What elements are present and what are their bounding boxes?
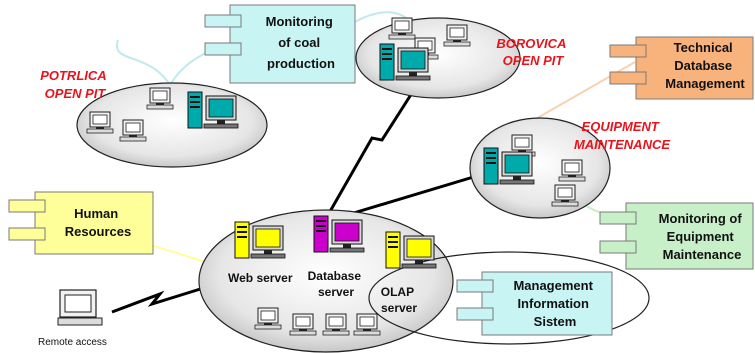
mis-ellipse xyxy=(368,251,650,345)
equipment-link xyxy=(346,170,491,217)
mis-line-2: Information xyxy=(517,296,589,311)
monitoring-line-2: Equipment xyxy=(667,229,735,244)
workstation-icon xyxy=(146,87,174,110)
svg-text:Monitoring of coal: Monitoring of coal production xyxy=(266,14,337,71)
coal-line-1: Monitoring xyxy=(266,14,333,29)
coal-link-curve-2 xyxy=(169,49,211,86)
human-line-2: Resources xyxy=(65,224,131,239)
mis-line-1: Management xyxy=(513,278,593,293)
remote-link-bolt xyxy=(111,284,211,314)
potrlica-label: POTRLICA OPEN PIT xyxy=(40,68,110,101)
workstation-icon xyxy=(443,24,471,47)
mis-line-3: Sistem xyxy=(534,314,577,329)
workstation-icon xyxy=(353,313,381,336)
monitoring-line-3: Maintenance xyxy=(663,247,742,262)
olap-server-label: OLAP server xyxy=(381,285,418,315)
workstation-icon xyxy=(119,119,147,142)
coal-link-curve xyxy=(115,39,173,89)
workstation-icon xyxy=(254,307,282,330)
coal-line-2: of coal xyxy=(278,35,320,50)
human-line-1: Human xyxy=(74,206,118,221)
human-module: Human Resources xyxy=(8,191,154,255)
borovica-label: BOROVICA OPEN PIT xyxy=(496,36,569,68)
svg-text:Human Resources: Human Resources xyxy=(65,206,131,239)
database-server-label: Database server xyxy=(308,269,365,299)
svg-text:Monitoring of Equipment: Monitoring of Equipment Maintenance xyxy=(659,211,746,262)
workstation-icon xyxy=(322,313,350,336)
technical-line-1: Technical xyxy=(674,40,733,55)
technical-module: Technical Database Management xyxy=(609,36,754,100)
coal-module: Monitoring of coal production xyxy=(204,4,356,84)
svg-text:Technical Database: Technical Database Management xyxy=(665,40,745,91)
technical-line-2: Database xyxy=(674,58,732,73)
coal-line-3: production xyxy=(267,56,335,71)
monitoring-equipment-module: Monitoring of Equipment Maintenance xyxy=(599,202,754,270)
workstation-icon xyxy=(86,111,114,134)
web-server-label: Web server xyxy=(228,271,293,285)
workstation-icon xyxy=(551,184,579,207)
technical-line-3: Management xyxy=(665,76,745,91)
borovica-link-bolt xyxy=(326,92,414,216)
workstation-icon xyxy=(289,313,317,336)
workstation-icon xyxy=(388,17,416,40)
mis-module: Management Information Sistem xyxy=(456,271,613,336)
svg-text:Management Information: Management Information Sistem xyxy=(513,278,596,329)
equipment-label: EQUIPMENT MAINTENANCE xyxy=(574,119,670,152)
monitoring-line-1: Monitoring of xyxy=(659,211,743,226)
remote-access-label: Remote access xyxy=(38,337,107,348)
remote-access-computer xyxy=(57,289,103,326)
workstation-icon xyxy=(558,159,586,182)
